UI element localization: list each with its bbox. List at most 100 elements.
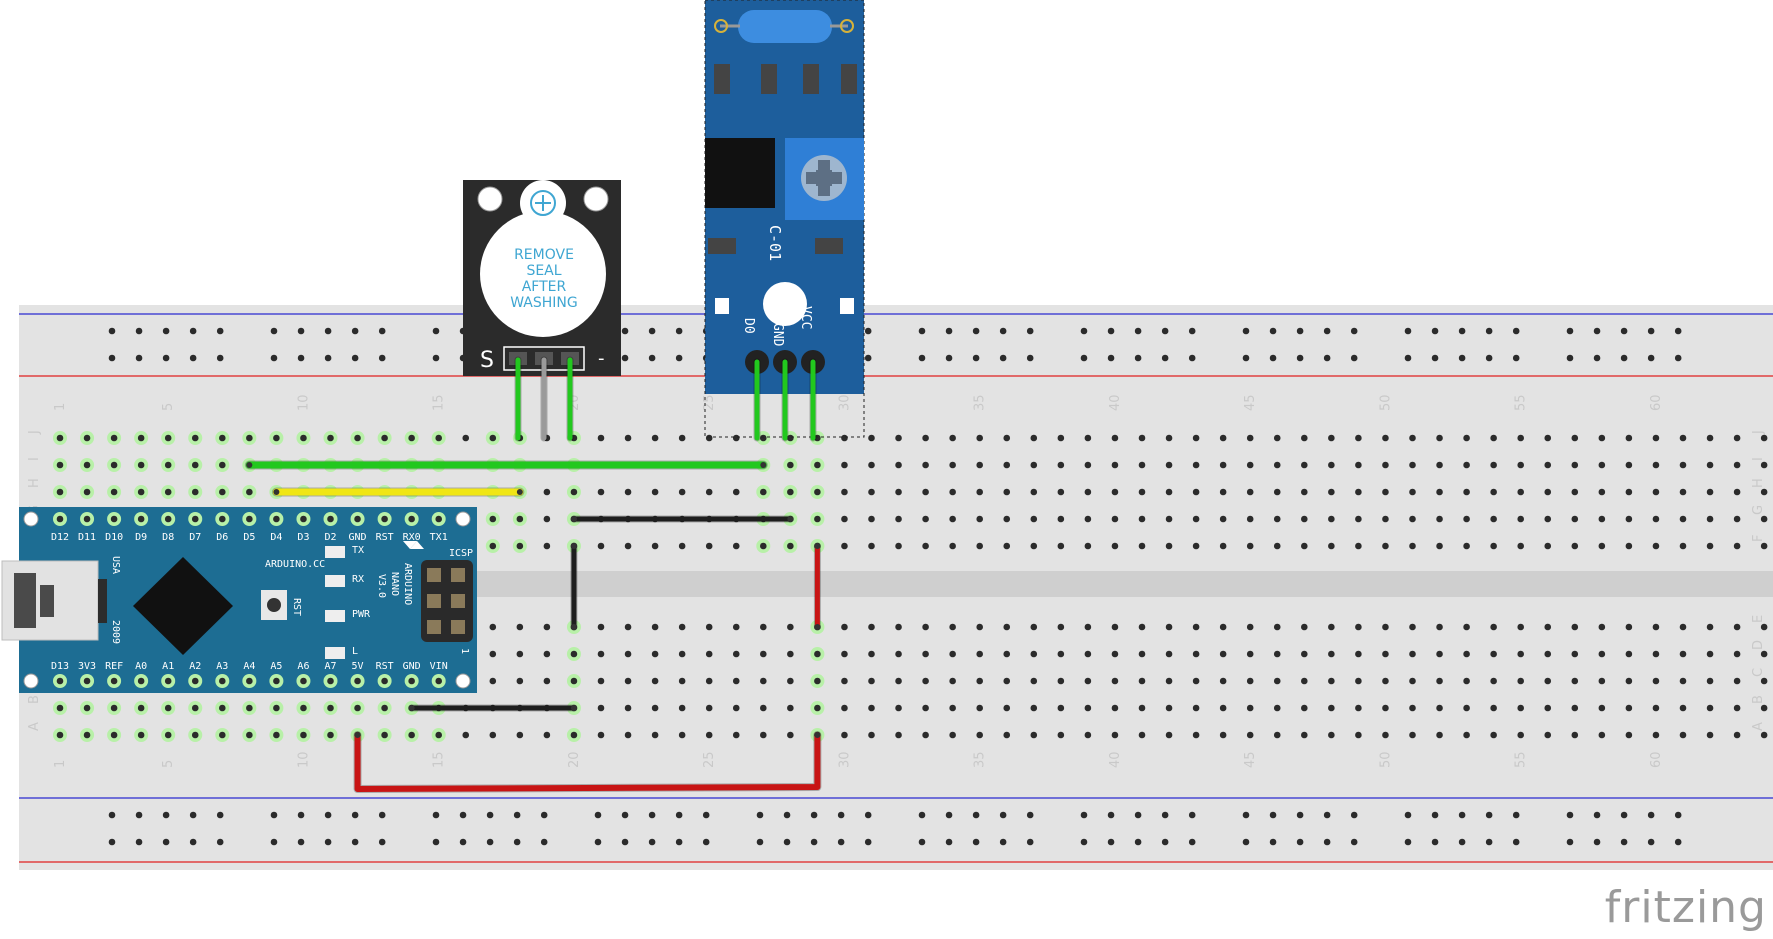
breadboard-hole: [1111, 542, 1119, 550]
seal-line-2: SEAL: [526, 263, 561, 279]
rail-hole: [1323, 327, 1331, 335]
breadboard-hole: [895, 731, 902, 739]
breadboard-hole: [1544, 677, 1552, 685]
rail-hole: [1296, 838, 1304, 846]
icsp-pin: [451, 620, 465, 634]
row-label: I: [27, 457, 42, 461]
pin-one-label: 1: [459, 648, 470, 654]
buzzer-module[interactable]: REMOVE SEAL AFTER WASHING S -: [463, 180, 621, 376]
breadboard-hole: [1192, 650, 1200, 658]
breadboard-hole: [705, 434, 713, 442]
vibration-sensor-module[interactable]: C-01 D0 GND VCC: [704, 0, 865, 438]
rail-hole: [1296, 811, 1304, 819]
rail-hole: [540, 838, 548, 846]
breadboard-hole: [1246, 434, 1254, 442]
breadboard-hole: [1273, 434, 1281, 442]
usa-label: USA: [110, 556, 121, 574]
breadboard-hole: [1165, 677, 1173, 685]
breadboard-hole: [1246, 461, 1254, 469]
breadboard-hole: [1219, 461, 1227, 469]
breadboard-hole: [1409, 650, 1416, 658]
breadboard-hole: [895, 488, 902, 496]
column-label: 55: [1514, 751, 1529, 768]
breadboard-hole: [1355, 515, 1362, 523]
nano-pin-label: D12: [51, 532, 69, 543]
breadboard-hole: [246, 434, 253, 442]
breadboard-hole: [678, 704, 686, 712]
breadboard-hole: [1328, 461, 1335, 469]
rail-hole: [1566, 811, 1574, 819]
wire-end: [516, 489, 523, 495]
nano-pad-hole: [137, 677, 145, 685]
nano-pin-label: RST: [376, 532, 394, 543]
breadboard-hole: [1301, 704, 1308, 712]
breadboard-hole: [1436, 677, 1443, 685]
rail-hole: [837, 838, 845, 846]
breadboard-hole: [1246, 650, 1254, 658]
rail-hole: [1026, 838, 1034, 846]
rail-hole: [378, 354, 386, 362]
breadboard-hole: [1706, 542, 1714, 550]
breadboard-hole: [732, 650, 740, 658]
breadboard-hole: [976, 650, 983, 658]
breadboard-hole: [543, 623, 551, 631]
rail-hole: [594, 838, 602, 846]
rail-hole: [648, 811, 656, 819]
nano-pin-label: A6: [297, 661, 309, 672]
nano-pad-hole: [164, 515, 172, 523]
breadboard-hole: [1490, 704, 1497, 712]
breadboard-hole: [760, 677, 767, 685]
row-label: H: [27, 478, 42, 488]
breadboard-hole: [624, 488, 632, 496]
rail-hole: [135, 327, 143, 335]
rail-hole: [621, 838, 629, 846]
breadboard-hole: [1490, 623, 1497, 631]
rail-hole: [1161, 811, 1169, 819]
breadboard-hole: [732, 623, 740, 631]
breadboard-hole: [1598, 650, 1606, 658]
column-label: 15: [432, 751, 447, 768]
nano-pad-hole: [381, 677, 388, 685]
breadboard-hole: [56, 434, 64, 442]
breadboard-hole: [164, 434, 172, 442]
breadboard-hole: [1192, 704, 1200, 712]
breadboard-hole: [1436, 515, 1443, 523]
breadboard-hole: [1301, 731, 1308, 739]
breadboard-hole: [1301, 434, 1308, 442]
breadboard-hole: [1679, 515, 1687, 523]
breadboard-hole: [1625, 704, 1633, 712]
breadboard-hole: [787, 731, 794, 739]
breadboard-hole: [1246, 488, 1254, 496]
breadboard-hole: [922, 461, 929, 469]
breadboard-hole: [1436, 731, 1443, 739]
breadboard-hole: [868, 650, 875, 658]
rail-hole: [189, 811, 197, 819]
rail-hole: [702, 811, 710, 819]
rail-hole: [297, 811, 305, 819]
wire-end: [814, 543, 821, 549]
breadboard-hole: [1273, 488, 1281, 496]
rail-hole: [1647, 327, 1655, 335]
breadboard-hole: [922, 677, 929, 685]
breadboard-hole: [1165, 434, 1173, 442]
breadboard-hole: [1382, 488, 1389, 496]
breadboard-hole: [1138, 704, 1146, 712]
breadboard-hole: [1138, 731, 1146, 739]
breadboard-hole: [1706, 704, 1714, 712]
breadboard-hole: [273, 731, 280, 739]
breadboard-hole: [246, 731, 253, 739]
breadboard-hole: [1544, 488, 1552, 496]
rail-hole: [378, 811, 386, 819]
rail-hole: [945, 354, 953, 362]
breadboard-hole: [1544, 731, 1552, 739]
breadboard-hole: [1084, 650, 1092, 658]
wire: [354, 732, 821, 792]
breadboard-hole: [814, 677, 821, 685]
row-label: G: [1751, 505, 1766, 515]
breadboard-hole: [516, 515, 524, 523]
sensor-pin-gnd-label: GND: [770, 323, 785, 347]
rail-hole: [270, 327, 278, 335]
rail-hole: [648, 354, 656, 362]
